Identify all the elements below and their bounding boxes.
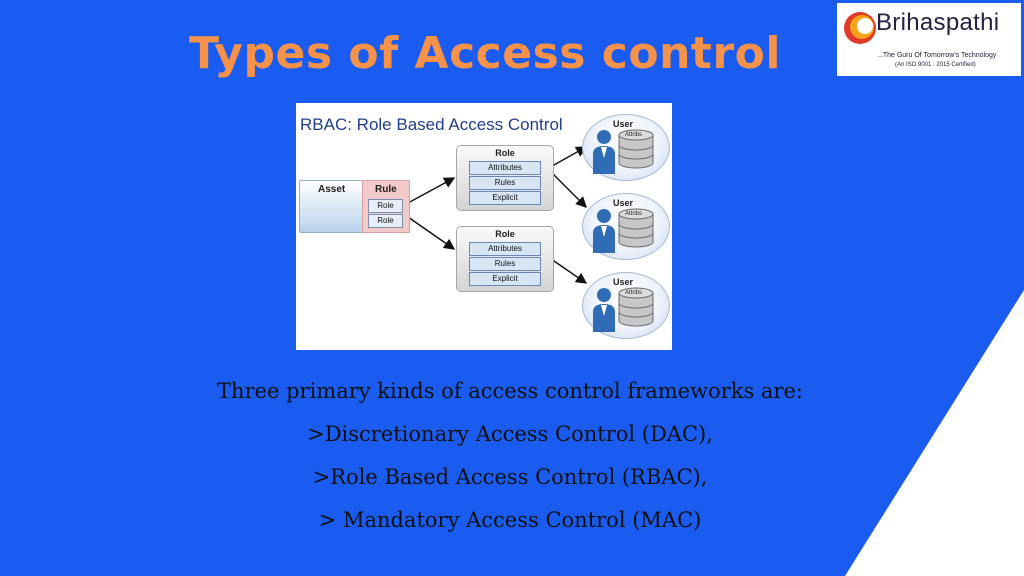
rule-box: Rule Role Role [362, 180, 410, 233]
role-group-2: Role Attributes Rules Explicit [456, 226, 554, 292]
logo-ring-icon [844, 12, 876, 44]
rbac-diagram: RBAC: Role Based Access Control Asset Ru… [296, 103, 672, 350]
body-line-rbac: >Role Based Access Control (RBAC), [312, 465, 708, 489]
role-attributes: Attributes [469, 161, 541, 175]
arrow-rule-to-role-1 [407, 177, 456, 204]
user-group-1: User Attribs [582, 114, 670, 181]
database-label: Attribs [625, 290, 643, 296]
rule-role-2: Role [368, 214, 403, 228]
asset-label: Asset [318, 184, 346, 195]
database-icon [618, 129, 654, 169]
role-attributes: Attributes [469, 242, 541, 256]
role-group-label: Role [495, 148, 515, 158]
database-icon [618, 287, 654, 327]
user-group-2: User Attribs [582, 193, 670, 260]
role-group-1: Role Attributes Rules Explicit [456, 145, 554, 211]
role-group-label: Role [495, 229, 515, 239]
brand-logo: Brihaspathi ...The Guru Of Tomorrow's Te… [837, 3, 1021, 76]
user-label: User [613, 277, 634, 287]
role-rules: Rules [469, 257, 541, 271]
body-line-dac: >Discretionary Access Control (DAC), [307, 422, 713, 446]
user-icon [593, 209, 615, 253]
user-label: User [613, 119, 634, 129]
diagram-title: RBAC: Role Based Access Control [300, 115, 563, 134]
asset-box: Asset [299, 180, 365, 233]
role-explicit: Explicit [469, 191, 541, 205]
body-line-mac: > Mandatory Access Control (MAC) [318, 508, 702, 532]
database-label: Attribs [625, 211, 643, 217]
arrow-role-2-to-user-3 [542, 250, 588, 284]
role-explicit: Explicit [469, 272, 541, 286]
user-label: User [613, 198, 634, 208]
user-icon [593, 130, 615, 174]
rule-role-1: Role [368, 199, 403, 213]
rule-label: Rule [375, 184, 397, 195]
database-icon [618, 208, 654, 248]
slide-title: Types of Access control [189, 28, 781, 79]
arrow-role-1-to-user-2 [543, 164, 587, 208]
role-rules: Rules [469, 176, 541, 190]
logo-tagline: ...The Guru Of Tomorrow's Technology [877, 52, 997, 59]
diagram-arrows [407, 146, 588, 284]
arrow-rule-to-role-2 [407, 216, 456, 250]
logo-name: Brihaspathi [876, 9, 1000, 36]
user-group-3: User Attribs [582, 272, 670, 339]
body-line-intro: Three primary kinds of access control fr… [217, 379, 803, 403]
user-icon [593, 288, 615, 332]
arrow-role-1-to-user-1 [542, 146, 588, 175]
body-text: Three primary kinds of access control fr… [100, 370, 920, 542]
logo-certification: (An ISO 9001 : 2015 Certified) [895, 62, 976, 68]
database-label: Attribs [625, 132, 643, 138]
